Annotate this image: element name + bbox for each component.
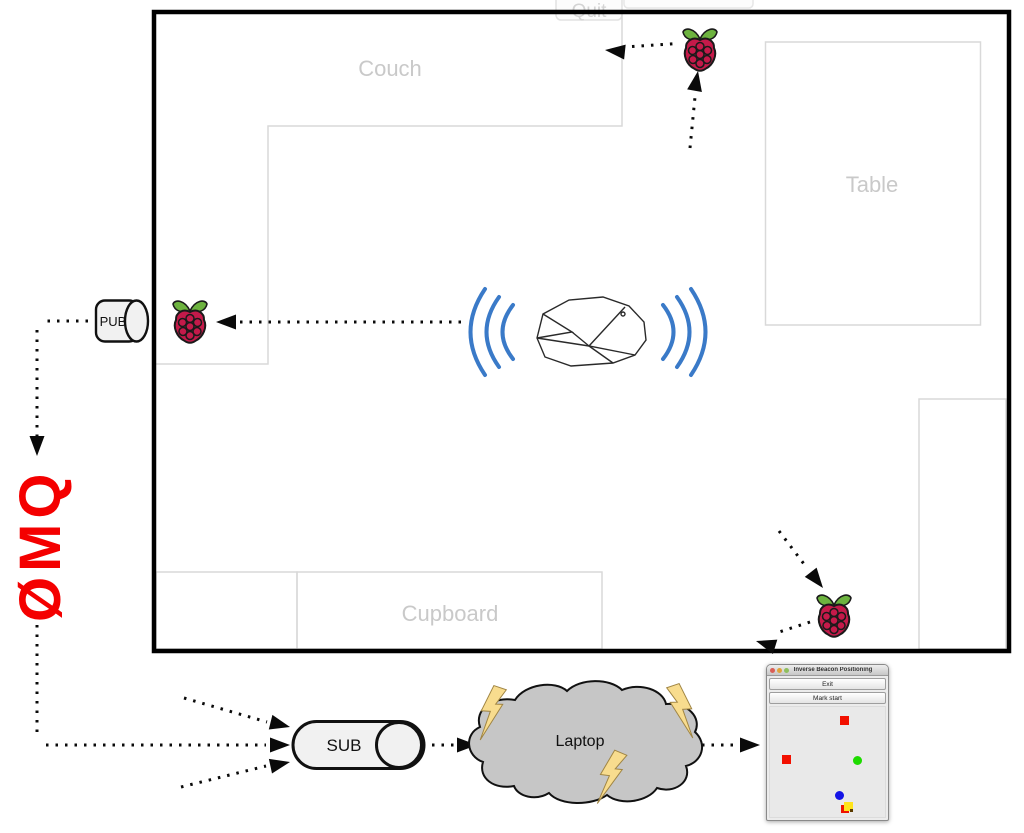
minimize-window-icon[interactable] bbox=[777, 667, 782, 673]
window-title: Inverse Beacon Positioning bbox=[793, 667, 873, 673]
laptop-cloud: Laptop bbox=[468, 680, 704, 809]
window-titlebar: Inverse Beacon Positioning bbox=[767, 665, 888, 676]
red-square-marker-top bbox=[839, 715, 849, 725]
beacon-icon bbox=[536, 296, 647, 367]
exit-button[interactable]: Exit bbox=[769, 678, 886, 690]
raspberry-pi-icon-top bbox=[682, 28, 718, 72]
positioning-app-window: Inverse Beacon Positioning Exit Mark sta… bbox=[766, 664, 889, 821]
quit-button[interactable]: Quit bbox=[555, 0, 754, 22]
zoom-window-icon[interactable] bbox=[784, 667, 789, 673]
raspberry-pi-icon-left bbox=[172, 300, 208, 344]
cropped-panel bbox=[623, 0, 754, 9]
yellow-square-marker bbox=[843, 801, 853, 811]
close-window-icon[interactable] bbox=[770, 667, 775, 673]
zeromq-label: ØMQ bbox=[8, 468, 73, 622]
red-square-marker-left bbox=[781, 754, 791, 764]
small-cupboard-outline bbox=[155, 571, 298, 650]
green-circle-marker bbox=[852, 755, 862, 765]
table-outline bbox=[764, 41, 982, 326]
room-walls bbox=[151, 9, 1012, 654]
raspberry-pi-icon-bottom-right bbox=[816, 594, 852, 638]
pub-label: PUB bbox=[100, 314, 127, 329]
couch-outline bbox=[156, 14, 623, 365]
blue-circle-marker bbox=[834, 790, 844, 800]
cupboard-label: Cupboard bbox=[402, 601, 499, 626]
mark-start-button[interactable]: Mark start bbox=[769, 692, 886, 704]
sub-socket: SUB bbox=[291, 720, 426, 770]
pub-socket: PUB bbox=[94, 299, 150, 343]
window-controls bbox=[770, 667, 789, 673]
couch-label: Couch bbox=[358, 56, 422, 81]
arrowheads bbox=[29, 42, 829, 774]
dotted-arrows bbox=[35, 42, 811, 789]
cursor-dot-marker bbox=[849, 808, 853, 812]
table-label: Table bbox=[846, 172, 899, 197]
laptop-cloud-label: Laptop bbox=[556, 733, 605, 750]
positioning-canvas bbox=[769, 706, 886, 818]
shelf-outline bbox=[918, 398, 1007, 650]
sub-label: SUB bbox=[327, 736, 362, 755]
radio-waves-icon bbox=[468, 287, 708, 377]
